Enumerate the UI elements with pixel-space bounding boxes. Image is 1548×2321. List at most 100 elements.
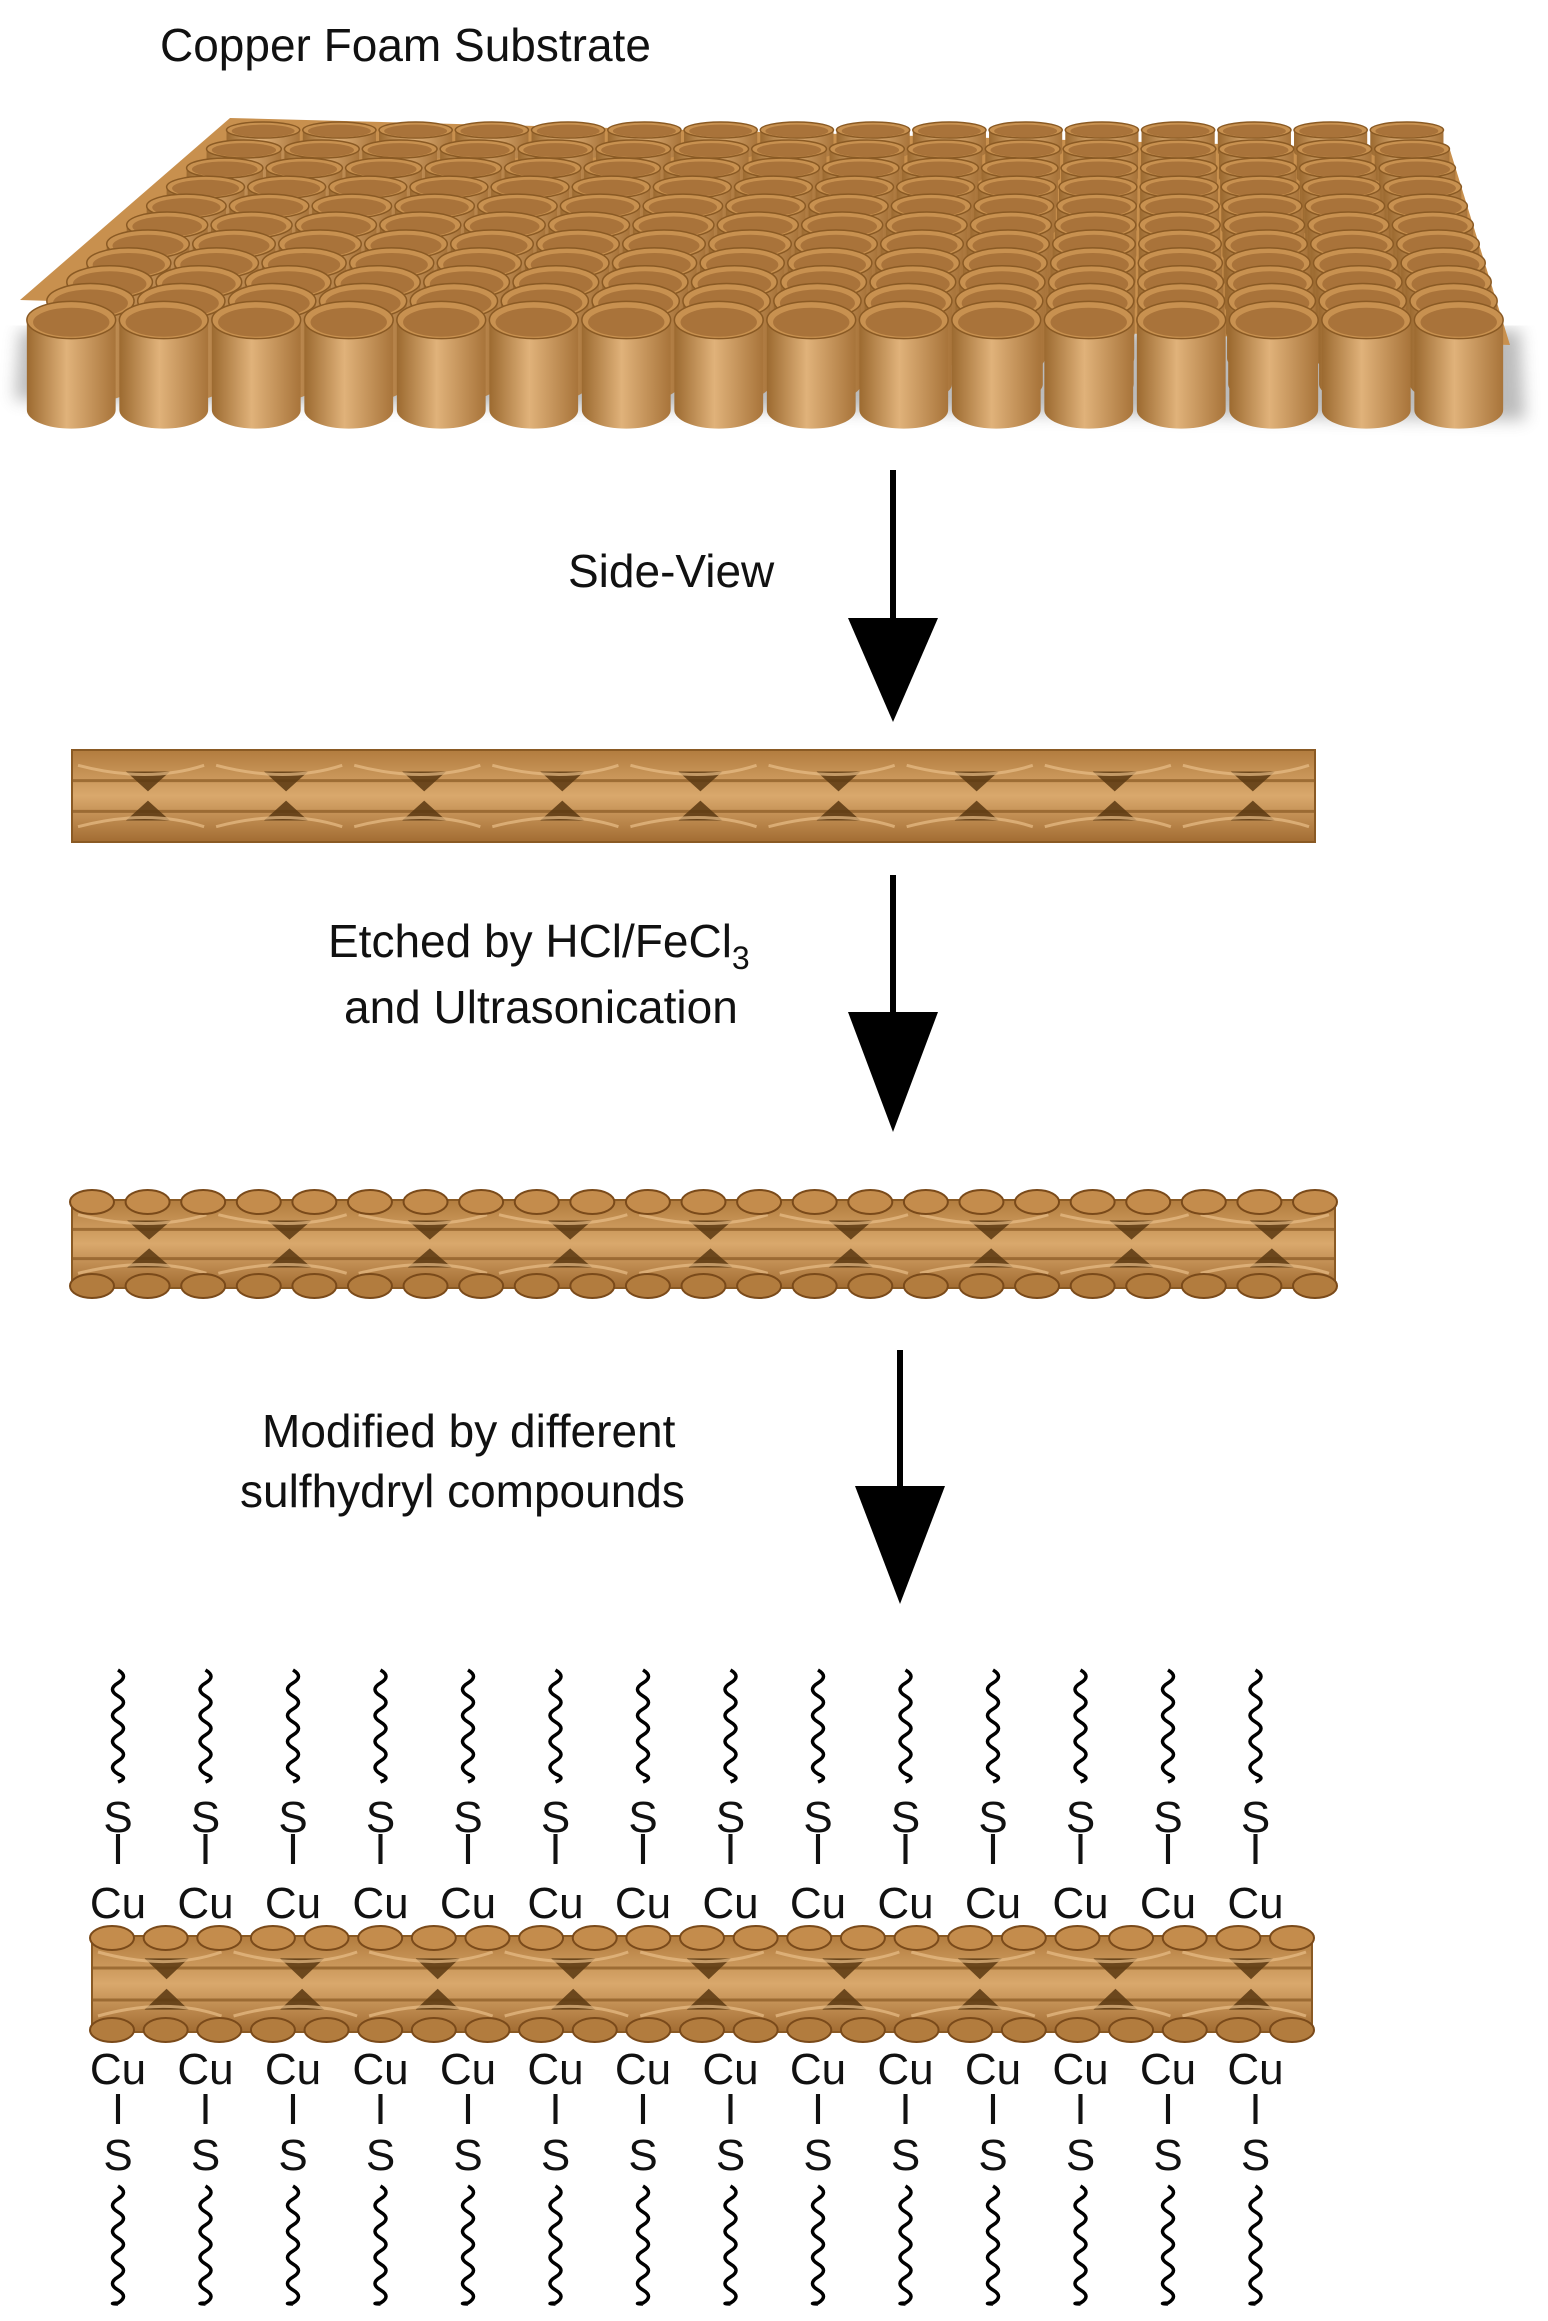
copper-atom-label: Cu [965,1879,1021,1928]
copper-atom-label: Cu [615,1879,671,1928]
alkyl-chain [460,1668,476,1784]
arrow-1 [848,470,938,722]
foam-cell [581,300,672,429]
foam-cell [858,300,949,429]
bond-line: I [462,1825,474,1874]
copper-atom-label: Cu [702,2045,758,2094]
side-view-strip [71,749,1316,843]
sulfur-atom-label: S [628,1793,657,1842]
sulfur-atom-label: S [891,1793,920,1842]
alkyl-chain [1160,2184,1176,2306]
step-2-text: Etched by HCl/FeCl [328,915,732,967]
foam-cell [211,300,302,429]
step-2-label-line2: and Ultrasonication [344,981,738,1033]
foam-cell [1228,300,1319,429]
copper-atom-label: Cu [1227,1879,1283,1928]
alkyl-chain [898,1668,913,1784]
bond-line: I [899,1825,911,1874]
sulfur-atom-label: S [891,2131,920,2180]
alkyl-chain [810,2184,826,2306]
copper-atom-label: Cu [615,2045,671,2094]
alkyl-chain [110,1668,126,1784]
sulfur-atom-label: S [278,2131,307,2180]
sulfur-atom-label: S [1153,1793,1182,1842]
bond-line: I [112,1825,124,1874]
bond-line: I [199,2085,211,2134]
bond-line: I [812,1825,824,1874]
bond-line: I [112,2085,124,2134]
foam-cell [1043,300,1134,429]
copper-atom-label: Cu [1140,1879,1196,1928]
copper-atom-label: Cu [265,2045,321,2094]
alkyl-chain [985,1668,1001,1784]
alkyl-chain [1248,1668,1263,1784]
copper-atom-label: Cu [177,1879,233,1928]
sulfur-atom-label: S [978,2131,1007,2180]
copper-foam-3d-block [15,118,1525,429]
alkyl-chain [373,2184,388,2306]
bond-line: I [549,2085,561,2134]
copper-atom-label: Cu [527,1879,583,1928]
foam-cell [1321,300,1412,429]
bond-line: I [462,2085,474,2134]
sulfur-atom-label: S [191,1793,220,1842]
foam-cell [26,300,117,429]
copper-atom-label: Cu [1227,2045,1283,2094]
copper-atom-label: Cu [877,2045,933,2094]
alkyl-chain [810,1668,826,1784]
copper-atom-label: Cu [790,2045,846,2094]
copper-atom-label: Cu [177,2045,233,2094]
bond-line: I [812,2085,824,2134]
bond-line: I [549,1825,561,1874]
alkyl-chain [198,2184,213,2306]
copper-atom-label: Cu [90,2045,146,2094]
sulfur-atom-label: S [1066,2131,1095,2180]
alkyl-chain [985,2184,1001,2306]
copper-atom-label: Cu [352,1879,408,1928]
copper-atom-label: Cu [90,1879,146,1928]
bond-line: I [1074,1825,1086,1874]
bond-line: I [1074,2085,1086,2134]
foam-cells [26,121,1504,429]
bond-line: I [987,2085,999,2134]
sulfur-atom-label: S [1066,1793,1095,1842]
sulfur-atom-label: S [278,1793,307,1842]
copper-atom-label: Cu [440,2045,496,2094]
foam-cell [396,300,487,429]
alkyl-chain [635,1668,651,1784]
alkyl-chain [1248,2184,1263,2306]
bond-line: I [1249,1825,1261,1874]
alkyl-chain [1160,1668,1176,1784]
thiol-chains-top: SICuSICuSICuSICuSICuSICuSICuSICuSICuSICu… [90,1668,1284,1928]
strip-body [91,1935,1313,2033]
bond-line: I [899,2085,911,2134]
copper-atom-label: Cu [790,1879,846,1928]
bond-line: I [287,2085,299,2134]
step-2-label-line1: Etched by HCl/FeCl3 [328,915,750,974]
alkyl-chain [723,2184,738,2306]
sulfur-atom-label: S [453,2131,482,2180]
bond-line: I [724,1825,736,1874]
bond-line: I [1162,2085,1174,2134]
etched-strip [69,1189,1338,1299]
alkyl-chain [110,2184,126,2306]
copper-atom-label: Cu [702,1879,758,1928]
thiol-chains-bottom: CuISCuISCuISCuISCuISCuISCuISCuISCuISCuIS… [90,2045,1284,2306]
alkyl-chain [285,1668,301,1784]
bond-line: I [287,1825,299,1874]
sulfur-atom-label: S [541,1793,570,1842]
foam-cell [1136,300,1227,429]
alkyl-chain [285,2184,301,2306]
alkyl-chain [373,1668,388,1784]
copper-atom-label: Cu [527,2045,583,2094]
copper-atom-label: Cu [965,2045,1021,2094]
copper-atom-label: Cu [1052,2045,1108,2094]
bond-line: I [637,1825,649,1874]
step-3-label-line1: Modified by different [262,1405,676,1457]
sulfur-atom-label: S [453,1793,482,1842]
copper-atom-label: Cu [1052,1879,1108,1928]
alkyl-chain [548,2184,563,2306]
sulfur-atom-label: S [716,1793,745,1842]
